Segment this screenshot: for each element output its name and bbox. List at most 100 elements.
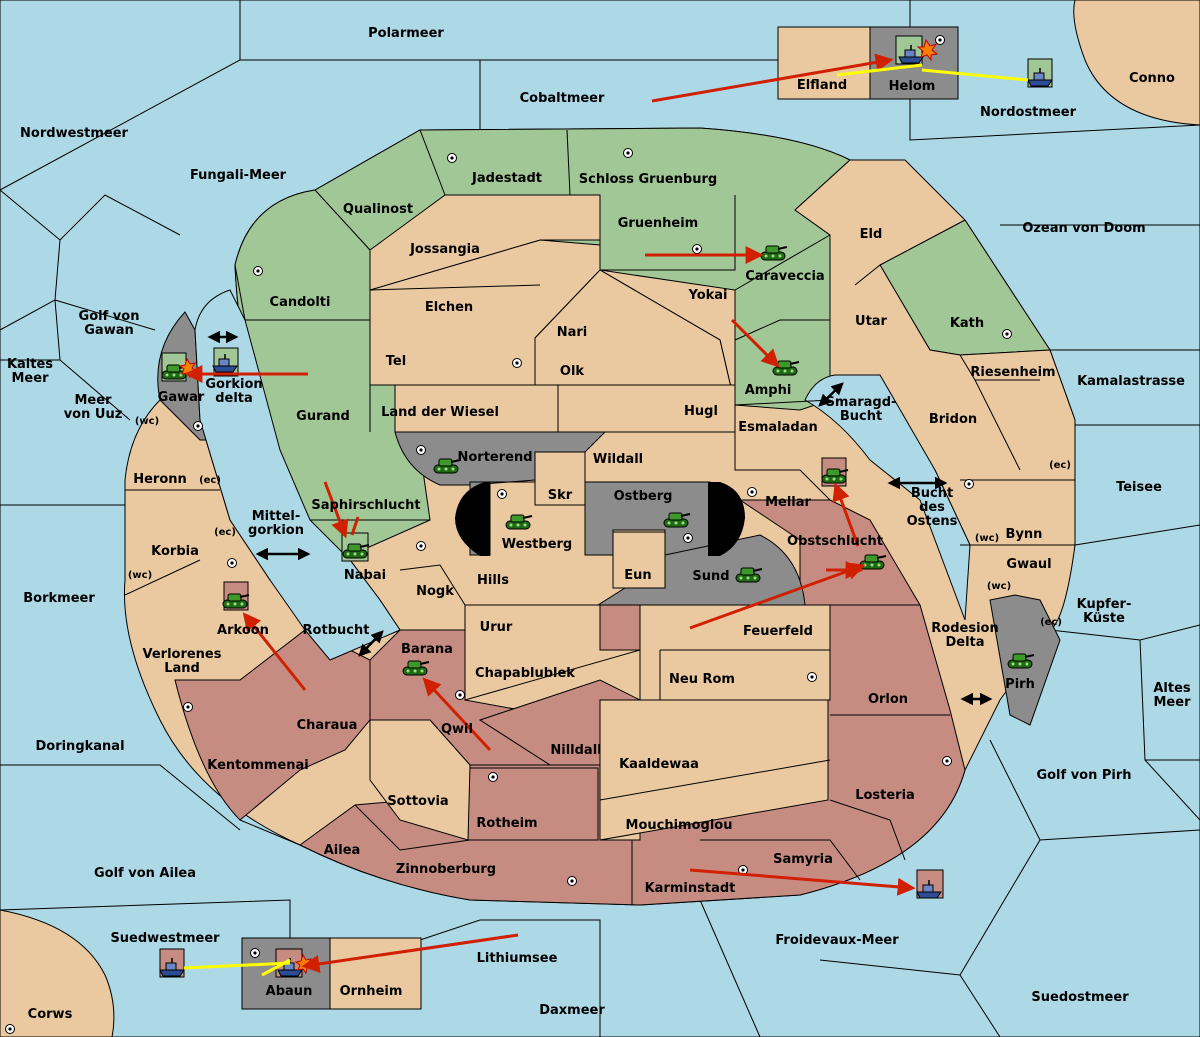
label-korbia: Korbia [151,544,199,559]
label-ailea: Ailea [324,843,361,858]
label-bridon: Bridon [929,412,977,427]
label-gawar: Gawar [158,390,205,405]
label-golf-pirh: Golf von Pirh [1036,768,1131,783]
label-chapablublek: Chapablublek [475,666,575,681]
label-losteria: Losteria [855,788,915,803]
label-orlon: Orlon [868,692,908,707]
label-rotheim: Rotheim [476,816,537,831]
label-nogk: Nogk [416,584,454,599]
label-obstschlucht: Obstschlucht [787,534,883,549]
label-abaun: Abaun [266,984,313,999]
label-nilldall: Nilldall [550,743,601,758]
label-nari: Nari [557,325,588,340]
coast-tag-wc: (wc) [128,570,152,581]
region-elfland[interactable] [777,26,871,100]
coast-tag-wc: (wc) [135,416,159,427]
label-golf-ailea: Golf von Ailea [94,866,196,881]
mountain-west [455,482,490,556]
label-kamalastrasse: Kamalastrasse [1077,374,1185,389]
region-kaaldewaa-mouchimoglou[interactable] [599,699,829,841]
label-qwil: Qwil [441,722,473,737]
label-doringkanal: Doringkanal [35,739,124,754]
label-candolti: Candolti [270,295,331,310]
label-yokai: Yokai [687,288,727,303]
label-fungali: Fungali-Meer [190,168,287,183]
label-karminstadt: Karminstadt [645,881,736,896]
label-zinnoberburg: Zinnoberburg [396,862,496,877]
label-gurand: Gurand [296,409,350,424]
label-smaragd: Smaragd-Bucht [826,395,897,424]
label-esmaladan: Esmaladan [738,420,818,435]
label-pirh: Pirh [1005,677,1035,692]
label-cobaltmeer: Cobaltmeer [520,91,605,106]
label-eun: Eun [624,568,651,583]
region-borders [124,129,1075,905]
label-suedostmeer: Suedostmeer [1031,990,1129,1005]
label-urur: Urur [480,620,513,635]
label-feuerfeld: Feuerfeld [743,624,813,639]
coast-tag-wc: (wc) [975,533,999,544]
label-corws: Corws [28,1007,73,1022]
label-bynn: Bynn [1006,527,1043,542]
label-arkoon: Arkoon [217,623,269,638]
explosion-icon [916,38,939,62]
move-orders [184,53,916,973]
label-utar: Utar [855,314,888,329]
sea-labels: Polarmeer Cobaltmeer Nordwestmeer Fungal… [7,26,1191,1022]
region-skr[interactable] [534,451,586,506]
label-amphi: Amphi [745,383,792,398]
label-olk: Olk [560,364,585,379]
mountain-east [708,482,745,556]
label-sottovia: Sottovia [387,794,448,809]
label-froidevaux: Froidevaux-Meer [775,933,899,948]
label-polarmeer: Polarmeer [368,26,444,41]
label-suedwestmeer: Suedwestmeer [110,931,220,946]
coast-tags: (wc) (ec) (ec) (wc) (ec) (wc) (wc) (ec) [128,416,1071,628]
label-mellar: Mellar [765,495,811,510]
label-neu-rom: Neu Rom [669,672,735,687]
label-riesenheim: Riesenheim [970,365,1055,380]
region-sund[interactable] [596,534,806,606]
label-elfland: Elfland [797,78,847,93]
label-land-wiesel: Land der Wiesel [381,405,499,420]
label-ornheim: Ornheim [340,984,403,999]
label-kentommenai: Kentommenai [207,758,308,773]
label-kaaldewaa: Kaaldewaa [619,757,699,772]
label-sund: Sund [692,569,729,584]
coast-tag-wc: (wc) [987,581,1011,592]
label-gruenheim: Gruenheim [618,216,698,231]
label-caraveccia: Caraveccia [745,269,824,284]
label-schloss: Schloss Gruenburg [579,172,717,187]
label-mouchimoglou: Mouchimoglou [626,818,733,833]
label-saphir: Saphirschlucht [311,498,420,513]
label-mittelgorkion: Mittel-gorkion [248,509,304,538]
coast-tag-ec: (ec) [1049,460,1071,471]
label-jadestadt: Jadestadt [471,171,542,186]
label-teisee: Teisee [1116,480,1162,495]
label-conno: Conno [1129,71,1175,86]
label-lithiumsee: Lithiumsee [477,951,558,966]
label-kath: Kath [950,316,984,331]
coast-tag-ec: (ec) [199,475,221,486]
label-qualinost: Qualinost [343,202,413,217]
land-conno [1073,0,1200,126]
region-eun[interactable] [612,531,666,589]
label-hugl: Hugl [684,404,718,419]
coast-tag-ec: (ec) [1040,617,1062,628]
label-gwaul: Gwaul [1006,557,1051,572]
coast-tag-ec: (ec) [214,527,236,538]
label-ozean: Ozean von Doom [1022,221,1145,236]
label-norterend: Norterend [457,450,532,465]
label-ostberg: Ostberg [614,489,673,504]
label-heronn: Heronn [133,472,187,487]
label-elchen: Elchen [425,300,473,315]
label-daxmeer: Daxmeer [539,1003,605,1018]
label-wildall: Wildall [593,452,643,467]
region-labels: Elfland Helom Jadestadt Schloss Gruenbur… [133,78,1055,999]
